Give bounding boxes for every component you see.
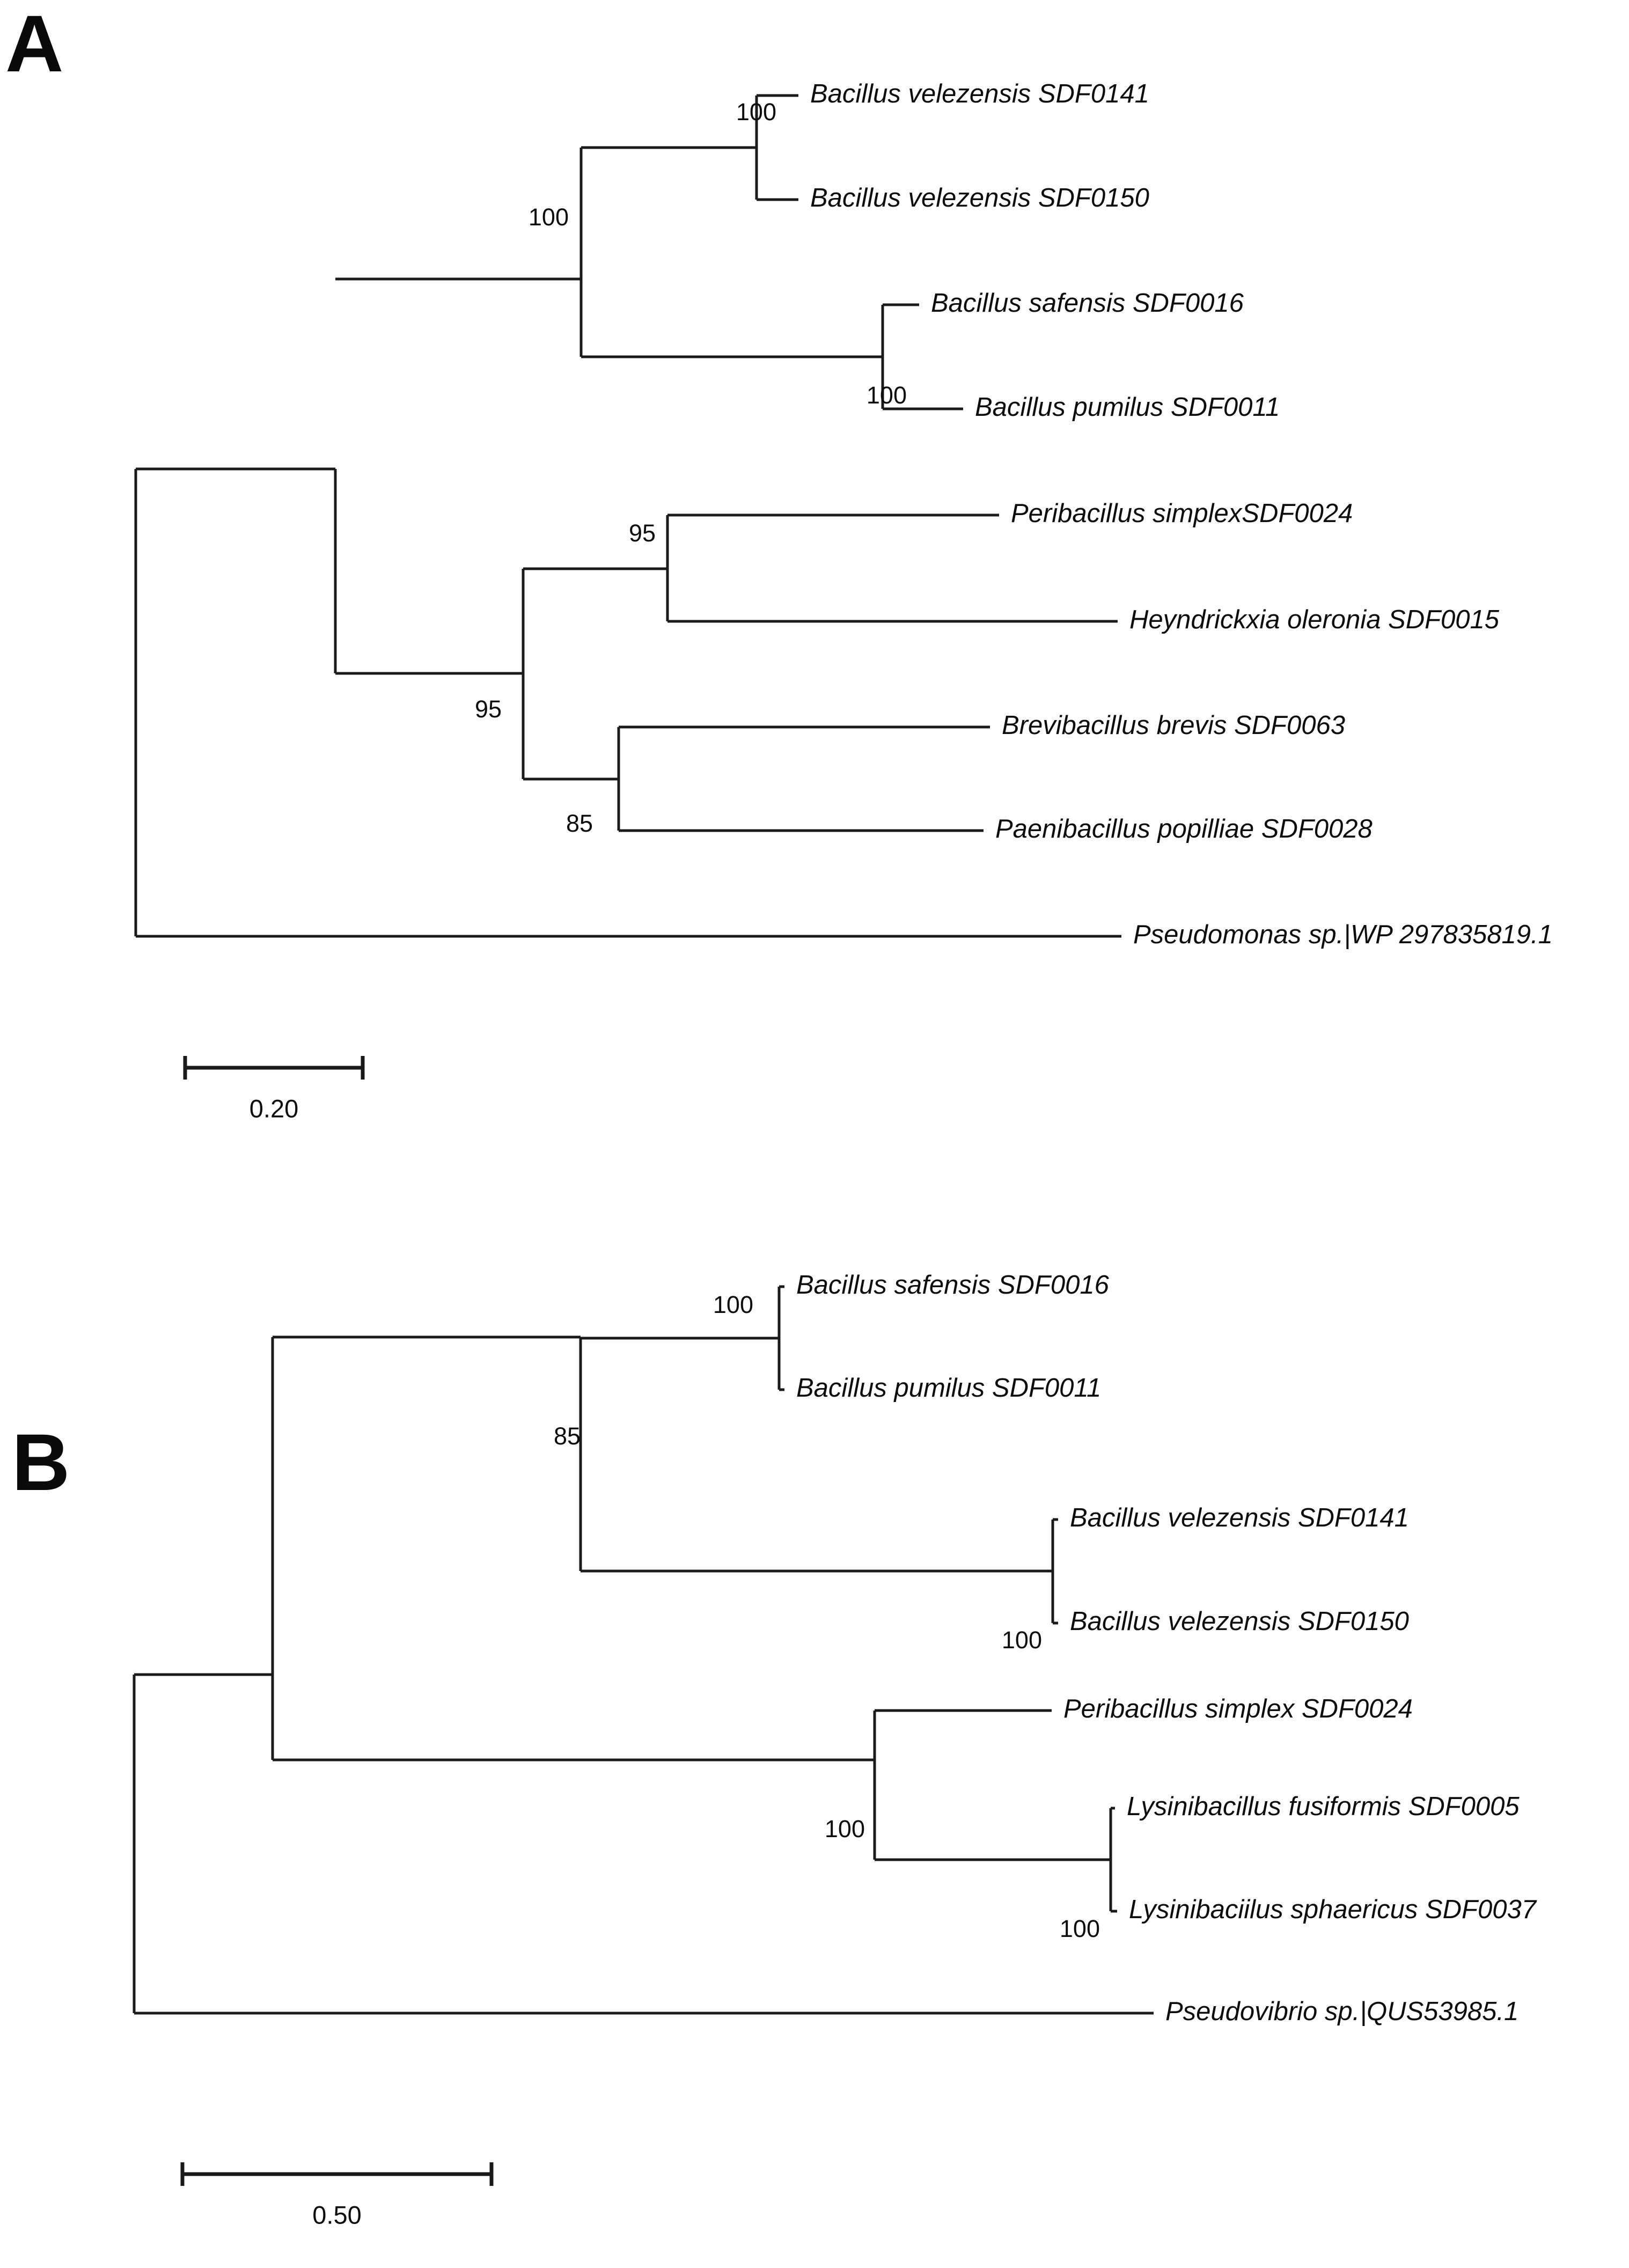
taxon-label: Paenibacillus popilliae SDF0028 bbox=[995, 814, 1373, 843]
taxon-label: Peribacillus simplexSDF0024 bbox=[1011, 499, 1353, 528]
panel-b-letter: B bbox=[12, 1417, 70, 1507]
taxon-label: Bacillus velezensis SDF0141 bbox=[810, 79, 1149, 108]
taxon-label: Bacillus velezensis SDF0141 bbox=[1070, 1503, 1409, 1532]
taxon-label: Brevibacillus brevis SDF0063 bbox=[1002, 711, 1345, 740]
bootstrap-support-label: 100 bbox=[1060, 1915, 1100, 1942]
bootstrap-support-label: 100 bbox=[1002, 1626, 1042, 1654]
taxon-label: Bacillus velezensis SDF0150 bbox=[810, 184, 1149, 212]
scale-bar-label: 0.50 bbox=[312, 2200, 361, 2229]
taxon-label: Peribacillus simplex SDF0024 bbox=[1063, 1694, 1413, 1723]
taxon-label: Pseudovibrio sp.|QUS53985.1 bbox=[1165, 1997, 1518, 2026]
scale-bar: 0.50 bbox=[180, 2162, 494, 2229]
bootstrap-support-label: 100 bbox=[713, 1291, 753, 1318]
bootstrap-support-label: 100 bbox=[529, 203, 569, 231]
scale-bar-label: 0.20 bbox=[250, 1094, 298, 1122]
panel-a-letter: A bbox=[5, 0, 63, 89]
taxon-label: Lysinibacillus fusiformis SDF0005 bbox=[1127, 1792, 1520, 1821]
taxon-label: Bacillus pumilus SDF0011 bbox=[975, 393, 1280, 422]
bootstrap-support-label: 100 bbox=[736, 98, 776, 126]
bootstrap-support-label: 100 bbox=[867, 381, 907, 409]
scale-bar: 0.20 bbox=[183, 1056, 365, 1122]
taxon-label: Pseudomonas sp.|WP 297835819.1 bbox=[1133, 920, 1553, 949]
bootstrap-support-label: 85 bbox=[566, 810, 593, 837]
bootstrap-support-label: 95 bbox=[629, 519, 656, 547]
taxon-label: Bacillus pumilus SDF0011 bbox=[796, 1374, 1101, 1403]
bootstrap-support-label: 95 bbox=[475, 695, 502, 723]
taxon-label: Bacillus safensis SDF0016 bbox=[796, 1271, 1110, 1300]
taxon-label: Bacillus velezensis SDF0150 bbox=[1070, 1607, 1409, 1636]
taxon-label: Lysinibaciilus sphaericus SDF0037 bbox=[1129, 1895, 1537, 1924]
taxon-label: Heyndrickxia oleronia SDF0015 bbox=[1129, 605, 1500, 634]
bootstrap-support-label: 100 bbox=[825, 1815, 865, 1843]
bootstrap-support-label: 85 bbox=[554, 1422, 581, 1450]
taxon-label: Bacillus safensis SDF0016 bbox=[931, 289, 1244, 318]
